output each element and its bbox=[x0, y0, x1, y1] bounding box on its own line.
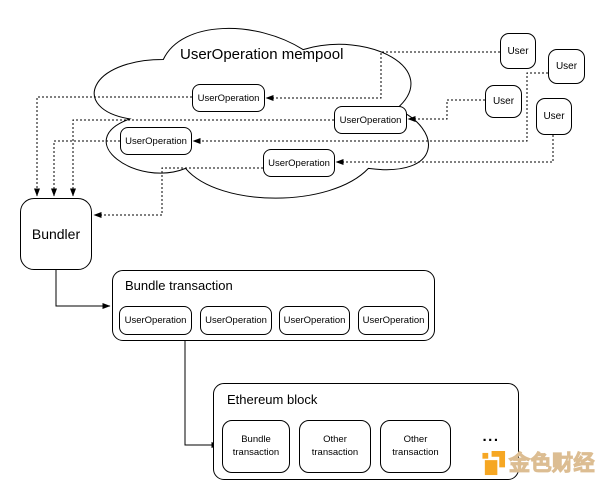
eth-bundle-transaction-node: Bundle transaction bbox=[222, 420, 290, 473]
ethereum-block-title: Ethereum block bbox=[227, 392, 318, 407]
edge-userop-c-to-bundler bbox=[70, 119, 334, 197]
user-node-3: User bbox=[485, 85, 522, 118]
bundler-node: Bundler bbox=[20, 198, 92, 270]
more-transactions-ellipsis: ... bbox=[482, 428, 500, 445]
edge-userop-b-to-bundler bbox=[51, 140, 120, 197]
edge-user2-to-userop-b bbox=[192, 72, 548, 144]
eth-other-transaction-node-2: Other transaction bbox=[380, 420, 451, 473]
user-node-1: User bbox=[500, 33, 536, 69]
edge-userop-d-to-bundler bbox=[93, 167, 263, 218]
edge-user3-to-userop-c bbox=[407, 99, 485, 122]
bundle-userop-1: UserOperation bbox=[119, 306, 192, 335]
bundle-transaction-panel: Bundle transaction UserOperation UserOpe… bbox=[112, 270, 435, 341]
user-node-4: User bbox=[536, 98, 572, 135]
watermark: 金色财经 bbox=[481, 451, 595, 476]
mempool-cloud-shape bbox=[93, 28, 429, 199]
ethereum-block-panel: Ethereum block Bundle transaction Other … bbox=[213, 383, 519, 480]
userop-node-d: UserOperation bbox=[263, 149, 335, 177]
userop-node-a: UserOperation bbox=[192, 84, 265, 112]
mempool-title: UserOperation mempool bbox=[180, 46, 344, 63]
bundle-userop-2: UserOperation bbox=[200, 306, 272, 335]
edge-user1-to-userop-a bbox=[265, 51, 500, 101]
edge-userop-a-to-bundler bbox=[34, 96, 192, 197]
bundle-userop-3: UserOperation bbox=[279, 306, 350, 335]
edge-user4-to-userop-d bbox=[335, 135, 554, 165]
edge-bundle-transaction-to-ethereum-block bbox=[184, 341, 220, 448]
bundle-transaction-title: Bundle transaction bbox=[125, 278, 233, 293]
watermark-text: 金色财经 bbox=[509, 452, 596, 476]
eth-other-transaction-node-1: Other transaction bbox=[299, 420, 371, 473]
userop-node-c: UserOperation bbox=[334, 106, 407, 134]
user-node-2: User bbox=[548, 49, 585, 84]
bundle-userop-4: UserOperation bbox=[358, 306, 429, 335]
jinse-finance-logo-icon bbox=[482, 451, 506, 476]
userop-node-b: UserOperation bbox=[120, 127, 192, 155]
edge-bundler-to-bundle-transaction bbox=[55, 270, 111, 309]
